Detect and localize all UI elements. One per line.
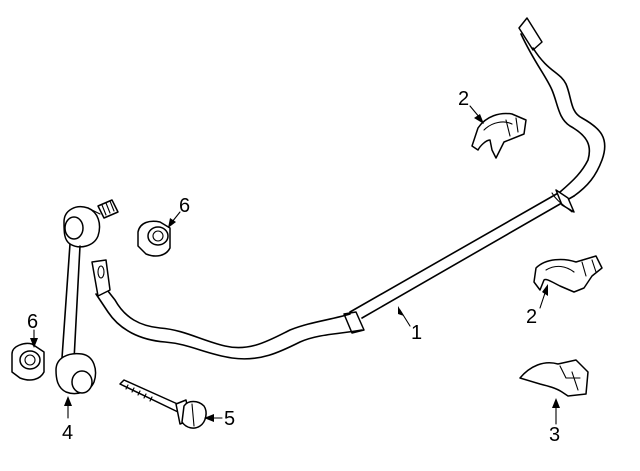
callout-3: 3 <box>549 424 560 446</box>
callout-6-upper: 6 <box>179 195 190 217</box>
bolt <box>119 379 207 429</box>
callout-1: 1 <box>411 322 422 344</box>
callout-6-lower: 6 <box>27 311 38 333</box>
callout-2-lower: 2 <box>526 306 537 328</box>
callout-2-upper: 2 <box>458 88 469 110</box>
bushing-lower <box>533 255 603 293</box>
bracket <box>519 359 589 397</box>
stabilizer-link <box>55 199 119 395</box>
leader-lines <box>30 105 560 425</box>
callout-4: 4 <box>62 422 73 444</box>
nut-lower <box>11 342 45 381</box>
callout-5: 5 <box>224 408 235 430</box>
nut-upper <box>137 220 171 257</box>
bushing-upper <box>471 112 527 159</box>
stabilizer-bar <box>91 17 606 360</box>
